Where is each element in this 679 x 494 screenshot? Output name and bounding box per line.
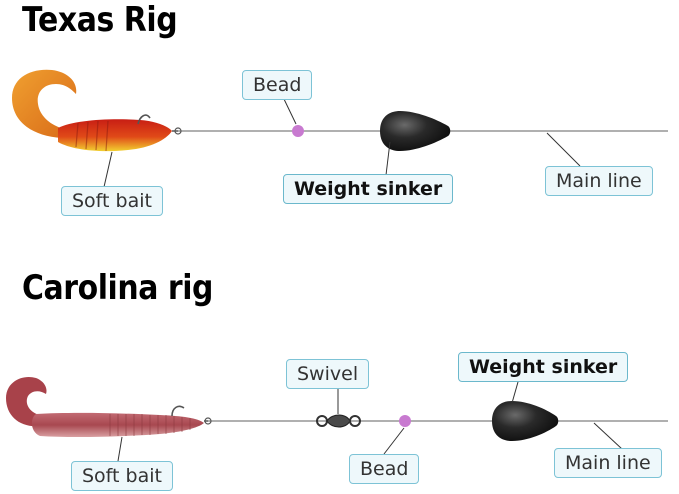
texas-main-line-pointer: [546, 132, 581, 167]
texas-weight-sinker: [380, 111, 451, 151]
texas-weight-sinker-label: Weight sinker: [283, 174, 454, 204]
carolina-bait-pointer: [117, 436, 123, 462]
texas-sinker-pointer: [385, 141, 391, 176]
carolina-bait-ribs: [109, 414, 191, 436]
carolina-bead-label: Bead: [349, 454, 420, 484]
carolina-hook-eye: [204, 417, 212, 425]
texas-soft-bait: [12, 69, 182, 152]
texas-bait-segments: [75, 120, 109, 152]
carolina-weight-sinker: [492, 401, 559, 441]
carolina-main-line-label: Main line: [554, 448, 662, 478]
carolina-swivel-label: Swivel: [286, 359, 370, 389]
texas-hook-eye: [174, 127, 182, 135]
texas-bait-body: [58, 119, 172, 152]
carolina-bead: [399, 415, 411, 427]
texas-bead: [292, 125, 304, 137]
carolina-weight-sinker-label: Weight sinker: [458, 352, 629, 382]
carolina-rig-title: Carolina rig: [22, 268, 214, 308]
carolina-soft-bait-label: Soft bait: [71, 461, 173, 491]
carolina-sinker-pointer: [511, 381, 519, 404]
carolina-bait-tail: [6, 376, 47, 427]
carolina-swivel: [316, 414, 361, 428]
texas-bait-tail: [12, 69, 77, 138]
texas-soft-bait-label: Soft bait: [61, 186, 163, 216]
texas-main-line-label: Main line: [545, 166, 653, 196]
carolina-bead-pointer: [383, 427, 405, 455]
texas-bead-pointer: [282, 96, 297, 125]
texas-rig-title: Texas Rig: [22, 0, 178, 40]
carolina-rig: [6, 376, 668, 462]
carolina-soft-bait: [6, 376, 212, 438]
texas-rig: [12, 69, 668, 188]
carolina-main-line-pointer: [593, 422, 623, 450]
texas-bait-pointer: [103, 151, 113, 188]
texas-bead-label: Bead: [242, 70, 313, 100]
